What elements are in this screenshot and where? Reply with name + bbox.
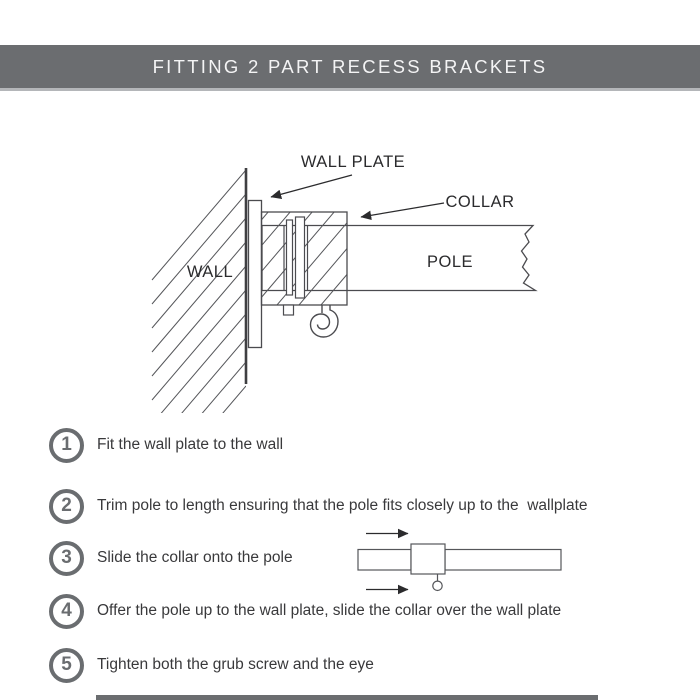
step-number-badge: 5 — [49, 647, 84, 683]
wall-plate-leader-arrow — [270, 174, 353, 199]
step-number-badge: 2 — [49, 488, 84, 524]
step-text: Tighten both the grub screw and the eye — [97, 656, 374, 673]
wall-label: WALL — [187, 263, 233, 281]
mini-eye-icon — [432, 580, 443, 592]
step-row-5: 5 Tighten both the grub screw and the ey… — [49, 646, 374, 684]
step-row-3: 3 Slide the collar onto the pole — [49, 539, 293, 577]
collar-shape — [260, 211, 348, 306]
section-title: FITTING 2 PART RECESS BRACKETS — [152, 55, 548, 77]
fitting-diagram: WALL PLATE COLLAR WALL POLE — [151, 153, 538, 413]
collar-leader-arrow — [360, 202, 445, 221]
mini-collar — [410, 543, 446, 575]
pole-label: POLE — [427, 253, 473, 271]
grub-screw — [282, 304, 295, 316]
slide-collar-mini-diagram — [357, 528, 562, 595]
step-text: Fit the wall plate to the wall — [97, 436, 284, 453]
wall-plate-shape — [247, 199, 263, 349]
next-section-bar-partial — [96, 695, 598, 700]
step-number-badge: 3 — [49, 540, 84, 576]
wall-hatching — [151, 169, 246, 413]
step-text: Slide the collar onto the pole — [97, 549, 293, 566]
eye-hook-icon — [309, 305, 339, 338]
recess-bracket-bar-b — [294, 216, 306, 299]
section-header: FITTING 2 PART RECESS BRACKETS — [0, 45, 700, 91]
recess-bracket-bar-a — [285, 219, 294, 296]
mini-pole-right — [444, 548, 562, 571]
wall-plate-label: WALL PLATE — [301, 153, 405, 171]
step-row-4: 4 Offer the pole up to the wall plate, s… — [49, 592, 561, 630]
mini-pole-left — [357, 548, 412, 571]
collar-label: COLLAR — [445, 193, 514, 211]
step-text: Offer the pole up to the wall plate, sli… — [97, 602, 562, 619]
step-row-1: 1 Fit the wall plate to the wall — [49, 426, 283, 464]
step-row-2: 2 Trim pole to length ensuring that the … — [49, 487, 588, 525]
step-text: Trim pole to length ensuring that the po… — [97, 497, 588, 514]
step-number-badge: 4 — [49, 593, 84, 629]
step-number-badge: 1 — [49, 427, 84, 463]
